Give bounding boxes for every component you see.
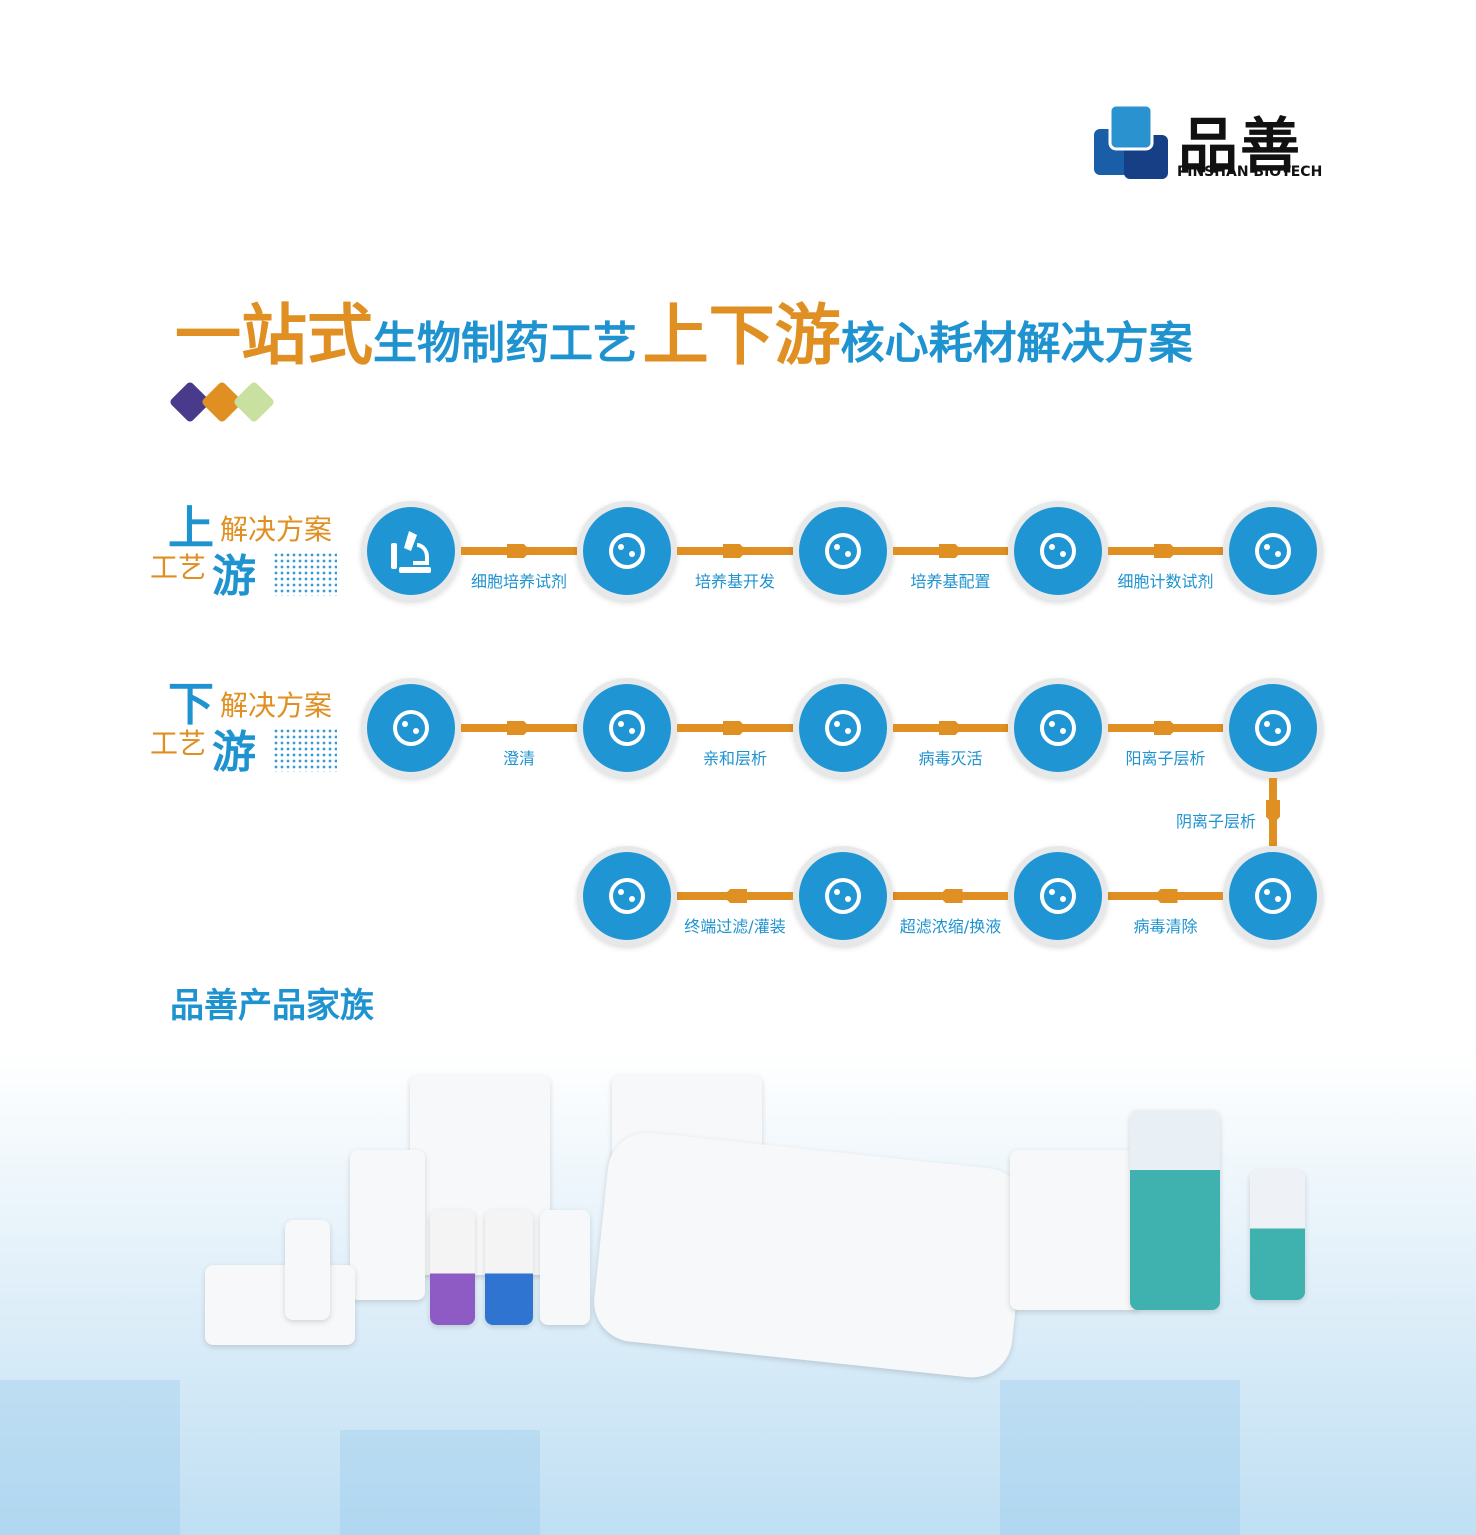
arrow-right-icon (938, 544, 963, 558)
step-label: 超滤浓缩/换液 (899, 917, 1002, 936)
arrow-right-icon (1153, 544, 1178, 558)
brand-logo-icon (1092, 103, 1170, 181)
microscope-icon (367, 507, 455, 595)
arrow-left-icon (938, 889, 963, 903)
step-label: 细胞培养试剂 (470, 572, 568, 591)
syringe-filter-icon (1229, 852, 1317, 940)
tank-icon (1014, 684, 1102, 772)
step-label: 亲和层析 (702, 749, 768, 768)
headline-part2: 生物制药工艺 (373, 318, 637, 369)
process-step-node (793, 846, 893, 946)
downstream-big: 下 (168, 677, 214, 731)
bg-tile (340, 1430, 540, 1535)
arrow-down-icon (1266, 800, 1280, 824)
process-step-node (793, 501, 893, 601)
step-label: 阳离子层析 (1125, 749, 1206, 768)
step-label: 培养基开发 (694, 572, 776, 591)
bg-tile (1000, 1380, 1240, 1535)
test-tube-dna-icon (583, 507, 671, 595)
process-step-node (1223, 846, 1323, 946)
diamond-green (232, 380, 276, 424)
step-label: 阴离子层析 (1175, 812, 1257, 831)
upstream-you: 游 (212, 551, 256, 602)
arrow-right-icon (938, 721, 963, 735)
headline-part4: 核心耗材解决方案 (840, 318, 1193, 369)
chromatography-column-icon (799, 684, 887, 772)
headline: 一站式生物制药工艺 上下游核心耗材解决方案 (175, 282, 1193, 378)
product-family-title: 品善产品家族 (170, 986, 374, 1026)
product-vial (285, 1220, 330, 1320)
process-step-node (1008, 846, 1108, 946)
step-label: 病毒灭活 (918, 749, 983, 768)
downstream-you: 游 (212, 727, 256, 778)
product-cell-counting-kit (1010, 1150, 1140, 1310)
process-step-node (577, 678, 677, 778)
upstream-big: 上 (168, 501, 214, 555)
arrow-left-icon (1153, 889, 1178, 903)
arrow-left-icon (723, 889, 747, 903)
downstream-solution: 解决方案 (220, 689, 333, 722)
upstream-solution: 解决方案 (220, 513, 333, 546)
brand-name-cn: 品善 (1178, 112, 1302, 182)
process-step-node (1223, 678, 1323, 778)
filter-basket-icon (1014, 852, 1102, 940)
ultrafiltration-cassette-icon (799, 852, 887, 940)
dotted-arrow-icon (273, 552, 337, 596)
brand-name-en: PINSHAN BIOTECH (1177, 164, 1323, 180)
arrow-right-icon (723, 721, 747, 735)
arrow-right-icon (507, 544, 531, 558)
particles-membrane-icon (583, 684, 671, 772)
product-bottle-purple (430, 1210, 475, 1325)
cubes-filter-icon (367, 684, 455, 772)
step-label: 澄清 (502, 749, 536, 768)
product-bottle-teal (1250, 1170, 1305, 1300)
process-step-node (1008, 501, 1108, 601)
dotted-arrow-icon (273, 728, 337, 772)
process-step-node (1223, 501, 1323, 601)
headline-part3: 上下游 (642, 297, 841, 374)
process-step-node (577, 846, 677, 946)
process-step-node (577, 501, 677, 601)
product-family-photo (0, 1050, 1476, 1535)
filling-line-icon (583, 852, 671, 940)
arrow-right-icon (723, 544, 747, 558)
step-label: 培养基配置 (910, 572, 991, 591)
container-bottle-icon (1229, 507, 1317, 595)
step-label: 细胞计数试剂 (1117, 572, 1214, 591)
bg-tile (0, 1380, 180, 1535)
product-bottle-teal (1130, 1110, 1220, 1310)
process-step-node (361, 678, 461, 778)
process-step-node (361, 501, 461, 601)
product-bottle (350, 1150, 425, 1300)
media-bottle-icon (799, 507, 887, 595)
upstream-craft: 工艺 (150, 551, 207, 584)
step-label: 终端过滤/灌装 (684, 917, 786, 936)
headline-part1: 一站式 (175, 297, 373, 374)
cell-counting-icon (1014, 507, 1102, 595)
process-step-node (793, 678, 893, 778)
arrow-right-icon (1153, 721, 1178, 735)
process-step-node (1008, 678, 1108, 778)
product-bottle (540, 1210, 590, 1325)
column-icon (1229, 684, 1317, 772)
step-label: 病毒清除 (1133, 917, 1198, 936)
product-stand (205, 1265, 355, 1345)
product-filter-cassette (590, 1128, 1030, 1382)
product-bottle-blue (485, 1210, 533, 1325)
downstream-craft: 工艺 (150, 727, 207, 760)
arrow-right-icon (507, 721, 531, 735)
